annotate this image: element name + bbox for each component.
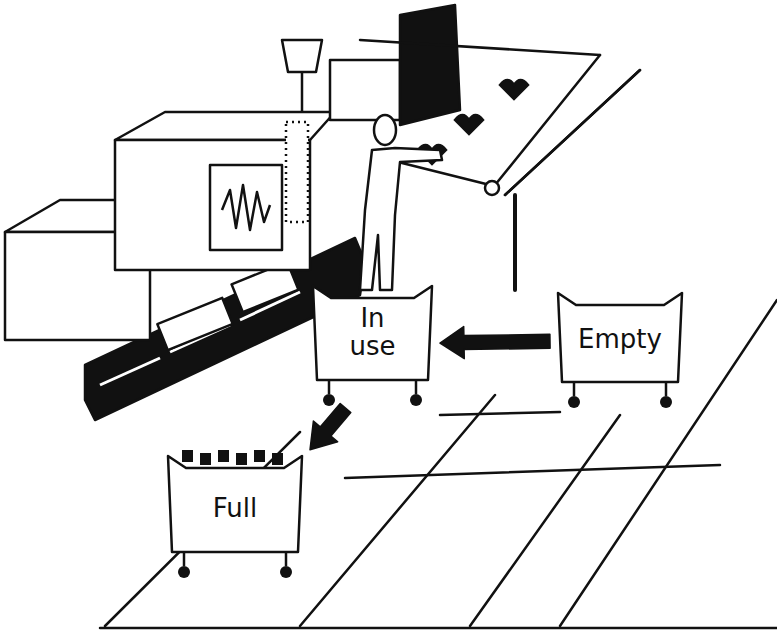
operator-body (360, 148, 442, 290)
conveyor-leg (513, 195, 517, 290)
bin-leg (573, 382, 576, 396)
bin-wheel (280, 566, 292, 578)
conveyor-edge (420, 60, 490, 185)
control-screen (210, 165, 282, 250)
bin-load (236, 453, 247, 465)
injection-unit (115, 140, 310, 270)
bin-leg (328, 380, 331, 394)
bin-leg (183, 552, 186, 566)
conveyor-rail (390, 160, 490, 185)
bin-load (254, 450, 265, 462)
floor-line (300, 395, 495, 626)
cart-bin: Empty (550, 285, 690, 410)
bin-leg (285, 552, 288, 566)
flow-arrow (440, 327, 550, 359)
bin-wheel (410, 394, 422, 406)
floor-line (440, 412, 560, 415)
flow-arrow (310, 404, 351, 450)
hopper (282, 40, 322, 72)
conveyor-roller (485, 181, 499, 195)
bin-load (200, 453, 211, 465)
dotted-panel (286, 122, 308, 222)
bin-leg (415, 380, 418, 394)
conveyor (360, 40, 640, 290)
bin-label: Empty (578, 325, 662, 353)
cart-bin: In use (305, 278, 440, 408)
bin-outline (313, 286, 432, 380)
bin-load (182, 450, 193, 462)
back-block (400, 5, 460, 125)
arrow-shape (310, 404, 351, 450)
bin-leg (665, 382, 668, 396)
part (455, 115, 483, 134)
operator (360, 115, 442, 290)
bin-wheel (323, 394, 335, 406)
molding-machine (5, 5, 460, 420)
bin-load (218, 450, 229, 462)
part (500, 80, 528, 99)
bin-outline (558, 293, 682, 382)
base-panel (157, 298, 232, 350)
bin-label: Full (213, 494, 257, 522)
bin-label-box: In use (305, 304, 440, 360)
cart-bin: Full (160, 432, 310, 580)
bin-wheel (660, 396, 672, 408)
bin-wheel (178, 566, 190, 578)
conveyor-rail (360, 40, 600, 55)
floor-line (470, 415, 620, 626)
floor-line (100, 627, 777, 630)
bin-wheel (568, 396, 580, 408)
bin-outline (168, 456, 302, 552)
barrel-box (330, 60, 400, 120)
bin-load (272, 453, 283, 465)
arrow-shape (440, 327, 550, 359)
operator-head (374, 115, 396, 145)
floor-line (345, 465, 720, 478)
hopper-stem (301, 72, 304, 112)
bin-label: In use (343, 304, 403, 360)
bin-label-box: Empty (550, 325, 690, 353)
screen-wave (222, 185, 270, 230)
base-hatch (100, 358, 160, 385)
bin-label-box: Full (160, 494, 310, 522)
